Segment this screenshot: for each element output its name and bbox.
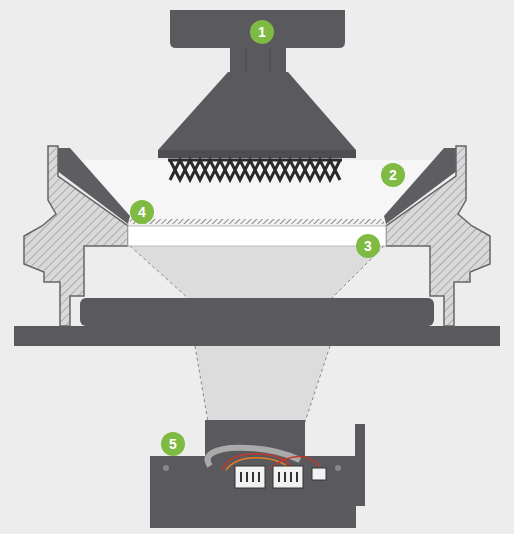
- printed-part: [168, 160, 342, 180]
- light-cone: [130, 246, 384, 300]
- light-cone: [195, 346, 330, 422]
- build-platform: [158, 10, 356, 158]
- callout-number: 1: [250, 20, 274, 44]
- base-plate: [14, 326, 500, 346]
- light-engine: [150, 420, 365, 528]
- callout-number: 2: [381, 163, 405, 187]
- callout-number: 3: [356, 234, 380, 258]
- resin-layer: [130, 219, 384, 224]
- glass-window: [128, 226, 386, 246]
- tank-wall: [24, 146, 490, 326]
- base-block: [80, 298, 434, 326]
- callout-number: 5: [161, 432, 185, 456]
- callout-number: 4: [130, 200, 154, 224]
